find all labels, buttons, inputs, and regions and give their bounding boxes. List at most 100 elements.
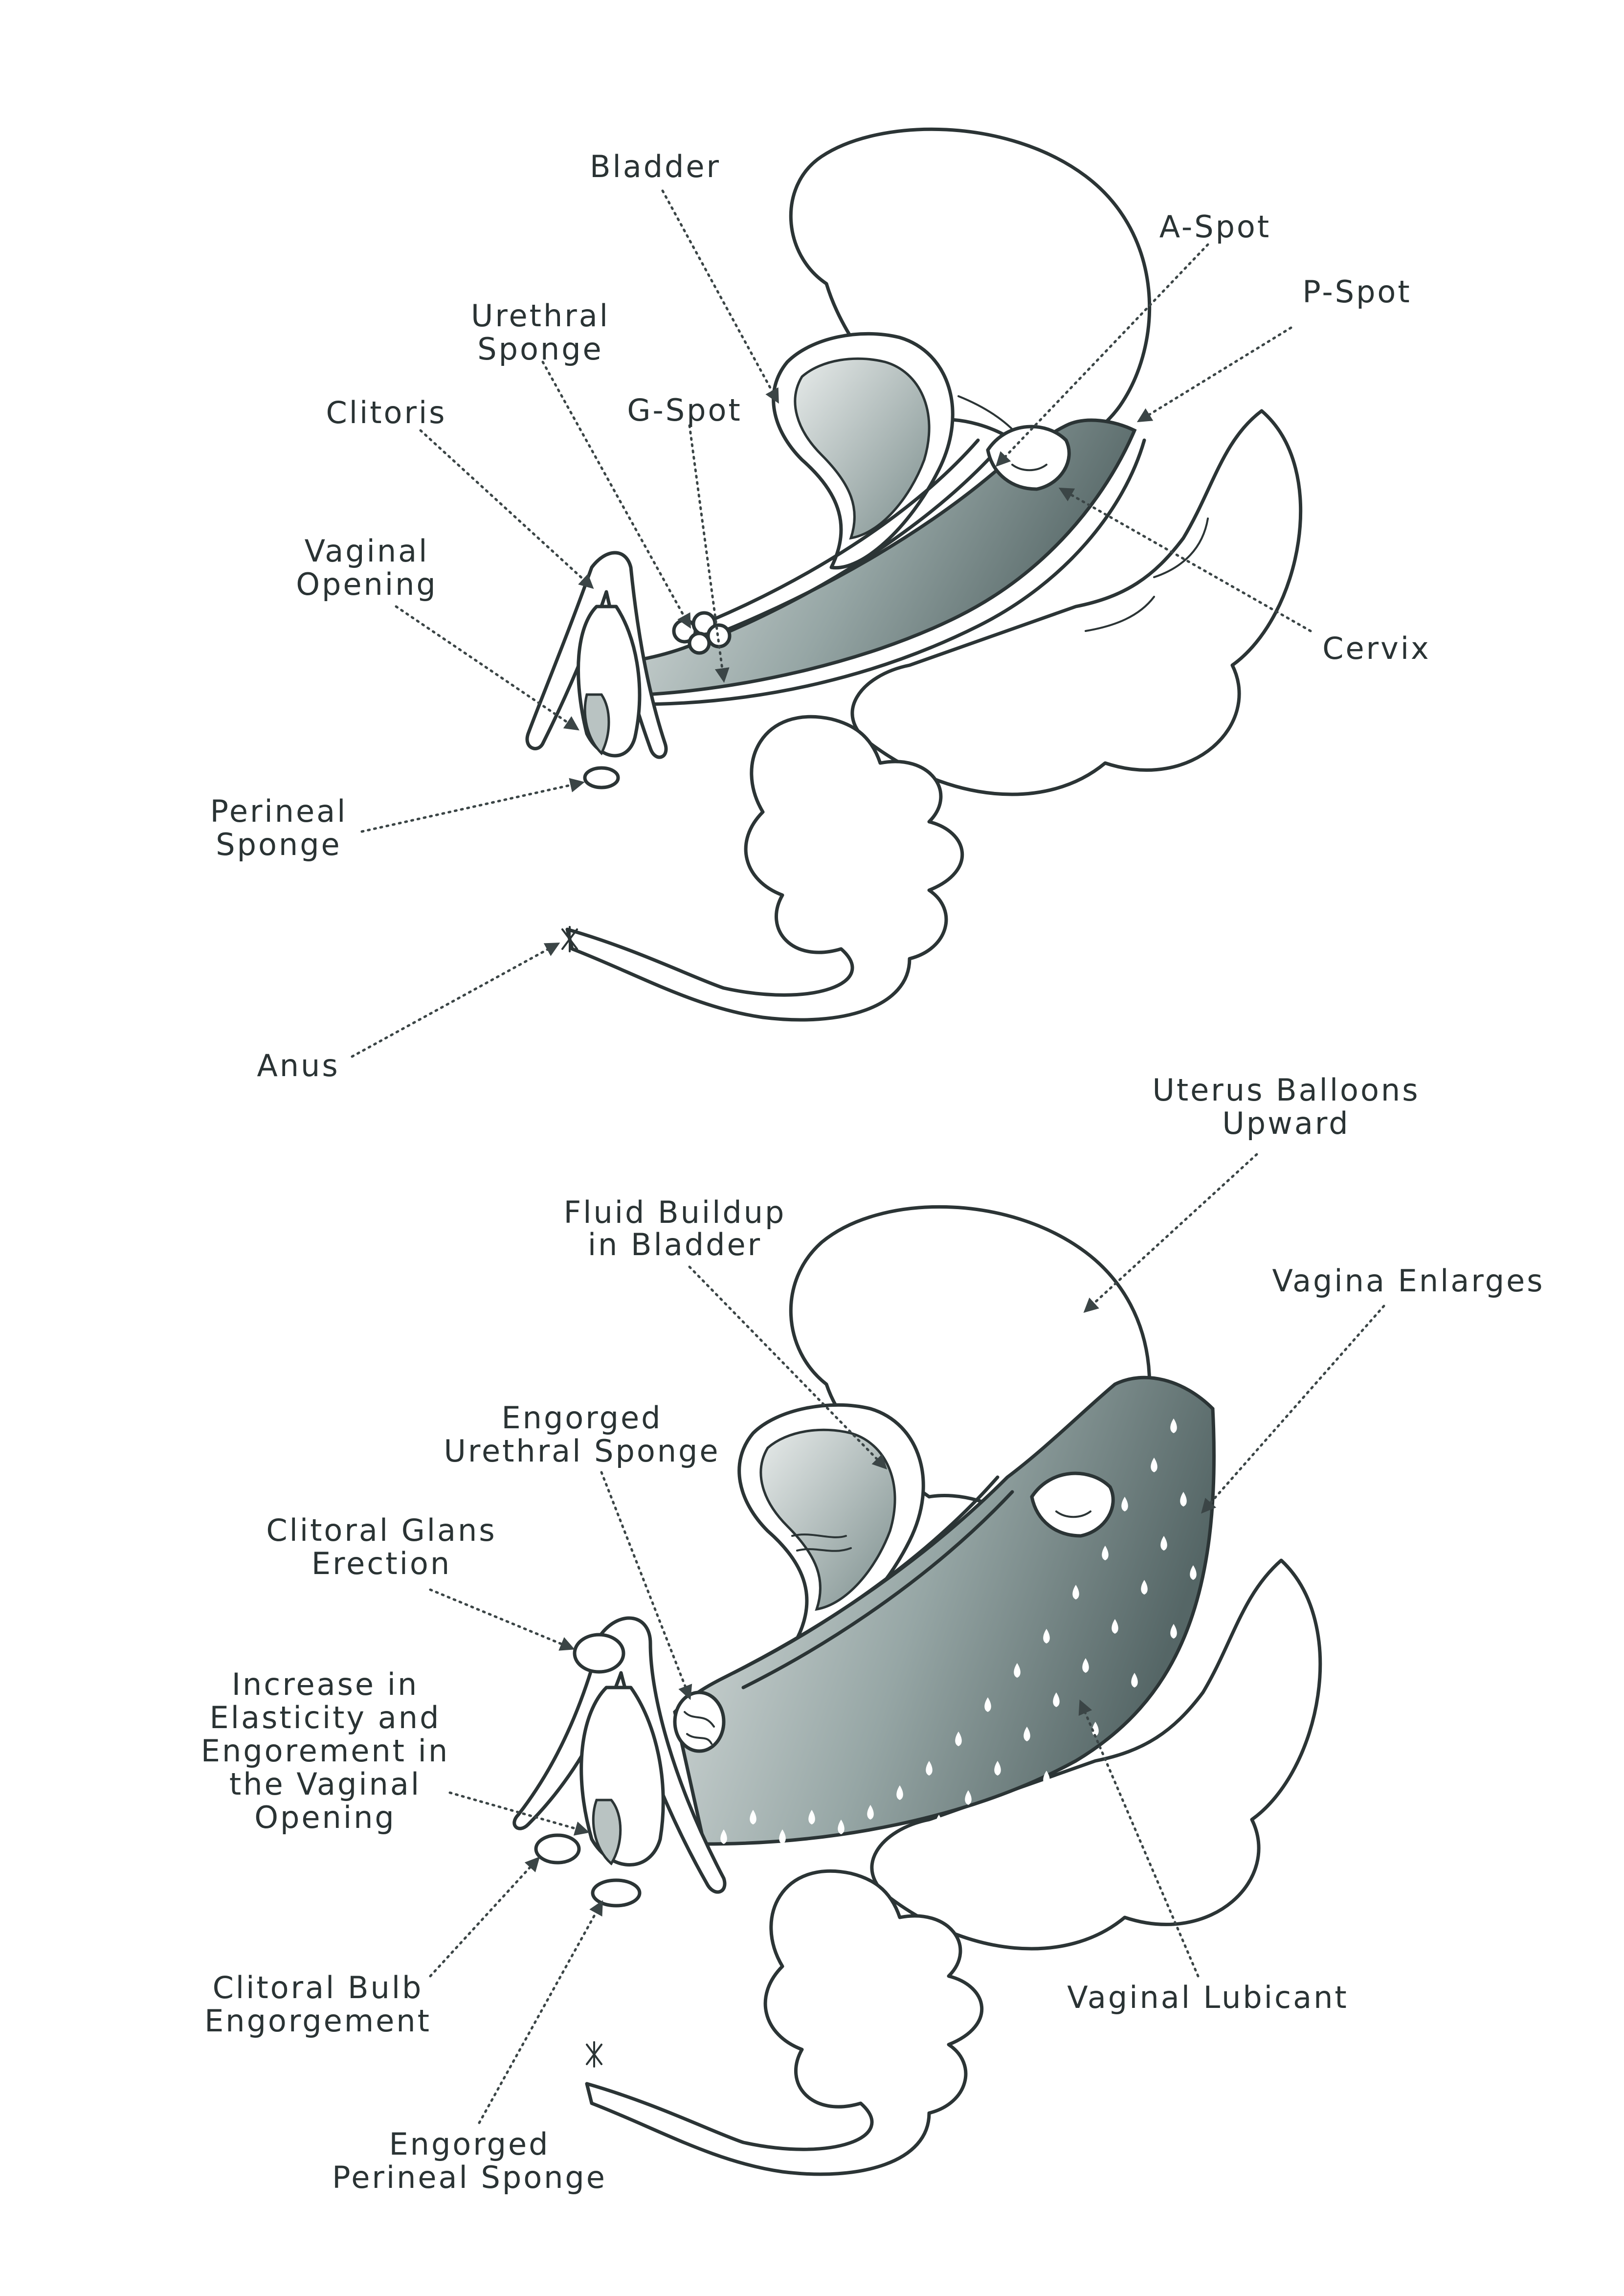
lubricant-droplet (1004, 1810, 1011, 1824)
lubricant-droplet (1170, 1624, 1177, 1639)
leader-a-spot (995, 243, 1209, 467)
leader-eng-urethral (600, 1471, 692, 1700)
label-anus: Anus (257, 1048, 339, 1083)
label-elasticity-2: Elasticity and (210, 1700, 441, 1735)
label-vaginal-opening-2: Opening (296, 566, 437, 602)
top-diagram: Bladder A-Spot P-Spot Urethral Sponge G-… (210, 127, 1431, 1083)
lubricant-droplet (965, 1790, 972, 1805)
intestine-fold (1085, 596, 1155, 632)
label-cervix: Cervix (1322, 630, 1431, 666)
vaginal-opening (583, 693, 610, 756)
label-vaginal-opening-1: Vaginal (305, 533, 429, 569)
label-uterus-1: Uterus Balloons (1152, 1072, 1420, 1108)
label-perineal-sponge-1: Perineal (210, 793, 348, 829)
lubricant-droplet (1092, 1722, 1099, 1736)
lubricant-droplet (838, 1820, 845, 1834)
leader-vaginal-opening (395, 605, 579, 731)
cervix-os (1011, 464, 1047, 472)
lubricant-droplet (1151, 1458, 1157, 1472)
lubricant-droplet (867, 1805, 874, 1820)
vaginal-wall (634, 438, 1146, 706)
cervix (1030, 1471, 1115, 1538)
lubricant-droplet (1053, 1692, 1060, 1707)
lubricant-droplet (1023, 1727, 1030, 1741)
label-bulb-2: Engorgement (204, 2003, 431, 2039)
leader-g-spot (688, 424, 730, 683)
lubricant-droplet (935, 1815, 942, 1829)
label-urethral-sponge-1: Urethral (471, 298, 610, 334)
urethra (741, 1490, 1014, 1689)
urethra (717, 453, 995, 638)
leader-eng-perineal (478, 1900, 603, 2124)
anus-icon (561, 926, 578, 952)
label-elasticity-4: the Vaginal (229, 1766, 421, 1802)
label-fluid-2: in Bladder (588, 1227, 762, 1262)
lubricant-droplet (1190, 1565, 1197, 1580)
cervix (986, 425, 1071, 491)
urethra (732, 1475, 1000, 1675)
bladder-fluid (791, 1533, 847, 1538)
engorged-perineal-sponge (591, 1878, 642, 1908)
leader-perineal-sponge (360, 778, 585, 833)
lubricant-droplet (1043, 1771, 1050, 1785)
leader-lubricant (1078, 1699, 1200, 1978)
leader-bulb (429, 1856, 540, 1978)
label-elasticity-1: Increase in (232, 1666, 419, 1702)
label-urethral-sponge-2: Sponge (477, 331, 603, 367)
lubricant-droplet (1112, 1619, 1118, 1634)
label-eng-urethral-1: Engorged (501, 1400, 662, 1436)
bottom-diagram: Uterus Balloons Upward Fluid Buildup in … (201, 1072, 1544, 2195)
lubricant-droplet (1180, 1492, 1187, 1507)
label-p-spot: P-Spot (1302, 274, 1411, 310)
anus-icon (586, 2041, 602, 2068)
label-lubricant: Vaginal Lubicant (1067, 1980, 1348, 2015)
leader-uterus (1083, 1153, 1258, 1313)
intestine-lower (565, 715, 964, 1022)
clitoral-bulb (534, 1833, 581, 1865)
label-eng-perineal-2: Perineal Sponge (332, 2160, 607, 2195)
leader-bladder (661, 189, 779, 404)
bladder-lumen (794, 357, 931, 540)
lubricant-droplet (1141, 1580, 1148, 1595)
lubricant-droplet (1082, 1658, 1089, 1673)
urethra (707, 438, 980, 623)
leader-p-spot (1136, 326, 1292, 423)
lubricant-droplet (1170, 1418, 1177, 1433)
label-elasticity-5: Opening (254, 1800, 396, 1835)
label-clitoris: Clitoris (326, 395, 446, 430)
lubricant-droplet (1072, 1585, 1079, 1599)
label-uterus-2: Upward (1222, 1105, 1350, 1141)
bladder-lumen (759, 1428, 896, 1611)
leader-clitoris (419, 429, 594, 589)
lubricant-droplet (750, 1810, 756, 1824)
label-fluid-1: Fluid Buildup (564, 1194, 786, 1230)
lubricant-droplet (984, 1697, 991, 1712)
lubricant-droplet (1160, 1536, 1167, 1551)
lubricant-droplet (994, 1761, 1001, 1776)
cervix-os (1055, 1510, 1091, 1518)
lubricant-droplets (720, 1418, 1197, 1844)
lubricant-droplet (955, 1732, 962, 1746)
label-elasticity-3: Engorement in (201, 1733, 449, 1769)
lubricant-droplet (779, 1829, 786, 1844)
lubricant-droplet (896, 1785, 903, 1800)
lubricant-droplet (720, 1829, 727, 1844)
label-glans-1: Clitoral Glans (266, 1512, 496, 1548)
label-bulb-1: Clitoral Bulb (213, 1970, 423, 2005)
engorged-urethral-sponge (673, 1690, 726, 1753)
label-g-spot: G-Spot (627, 392, 742, 428)
leader-urethral-sponge (541, 360, 691, 629)
lubricant-droplet (808, 1810, 815, 1824)
lubricant-droplet (1121, 1497, 1128, 1511)
label-a-spot: A-Spot (1159, 209, 1271, 245)
intestine-fold (1153, 518, 1209, 578)
label-eng-urethral-2: Urethral Sponge (444, 1433, 720, 1469)
lubricant-droplet (1102, 1546, 1109, 1560)
label-vagina-enlarges: Vagina Enlarges (1272, 1263, 1544, 1299)
label-perineal-sponge-2: Sponge (216, 827, 341, 862)
leader-fluid (688, 1265, 888, 1470)
leader-anus (351, 943, 560, 1058)
lubricant-droplet (1131, 1673, 1138, 1688)
leader-vagina-enlarges (1201, 1305, 1385, 1514)
